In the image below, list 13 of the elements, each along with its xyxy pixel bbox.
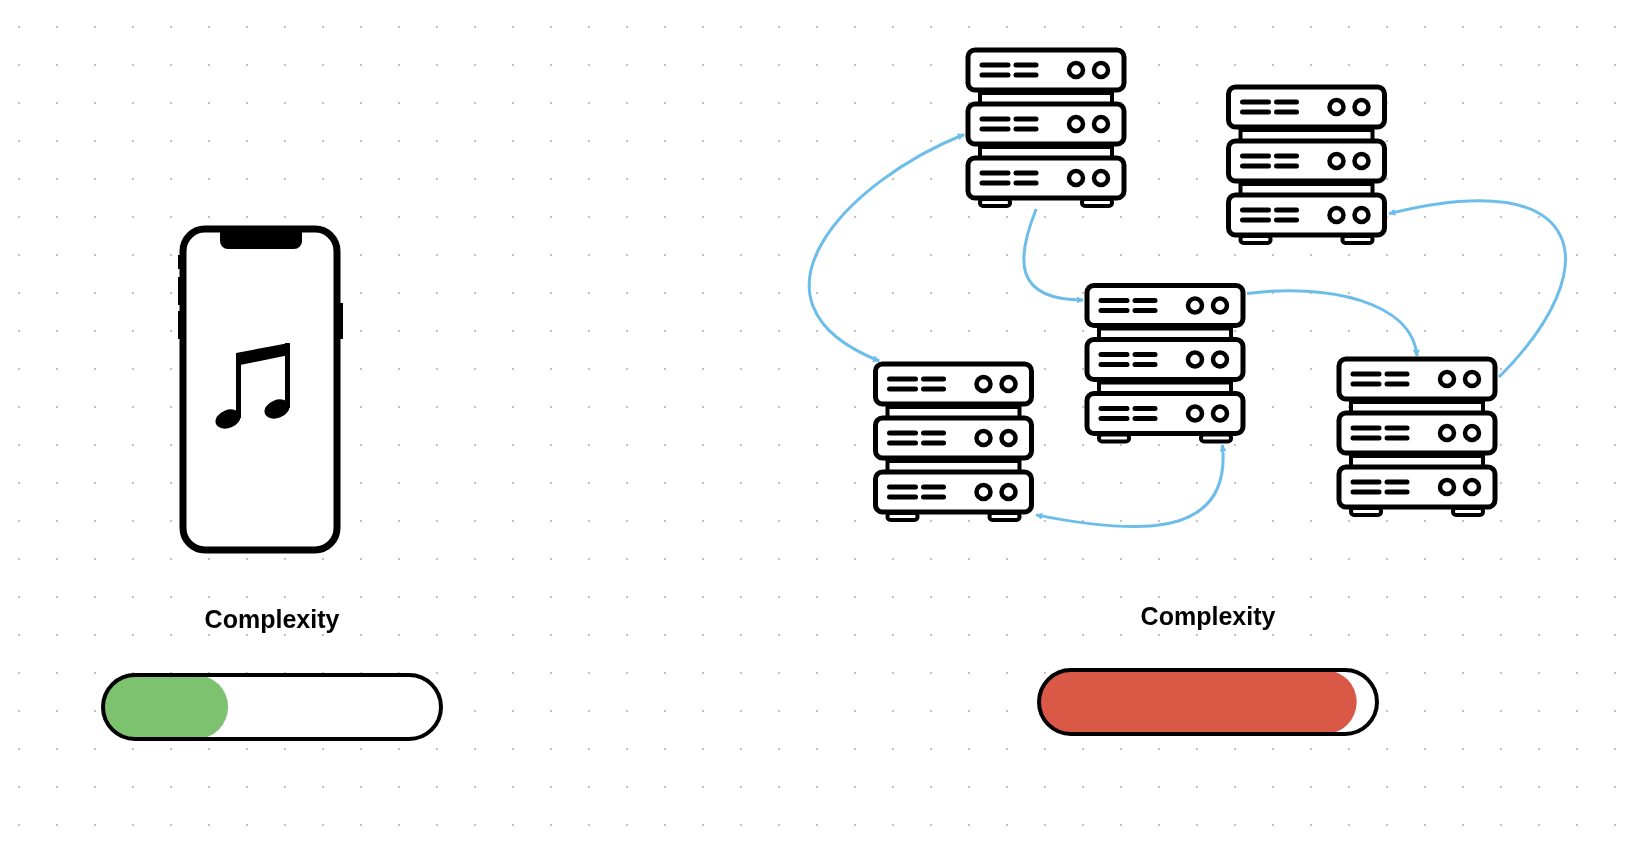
- curved-arrow: [1246, 289, 1420, 357]
- server-rack-icon: [964, 47, 1128, 209]
- curved-arrow: [1022, 208, 1084, 304]
- server-rack-icon: [1335, 356, 1499, 518]
- server-rack-icon: [871, 361, 1036, 523]
- curved-arrow: [1035, 444, 1226, 529]
- server-rack-icon: [1083, 282, 1247, 445]
- curved-arrow: [807, 133, 965, 363]
- smartphone-drawing: [176, 225, 344, 555]
- caption-text: Complexity: [1140, 602, 1276, 631]
- server-rack-icon: [1224, 84, 1389, 246]
- curved-arrow: [1388, 199, 1567, 379]
- caption-text: Complexity: [204, 605, 340, 634]
